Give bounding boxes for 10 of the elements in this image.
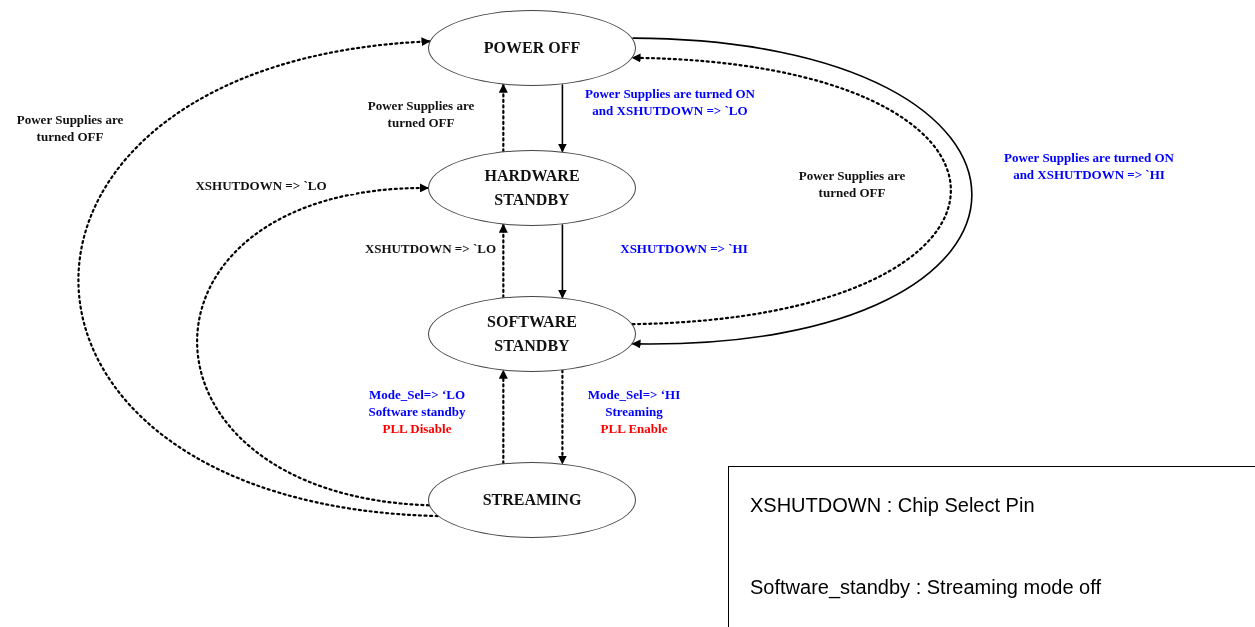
state-name: HARDWARE STANDBY (483, 166, 581, 210)
state-name: SOFTWARE STANDBY (486, 312, 578, 356)
note-text: Software_standby : Streaming mode off (750, 575, 1102, 601)
condition-note: PLL Disable (381, 420, 453, 437)
dotted-arrow (631, 53, 952, 326)
note-text: XSHUTDOWN : Chip Select Pin (750, 493, 1036, 518)
condition-note: PLL Enable (599, 420, 669, 437)
dotted-arrow (77, 37, 439, 518)
state-name: POWER OFF (482, 38, 582, 58)
state-name: STREAMING (481, 490, 583, 510)
